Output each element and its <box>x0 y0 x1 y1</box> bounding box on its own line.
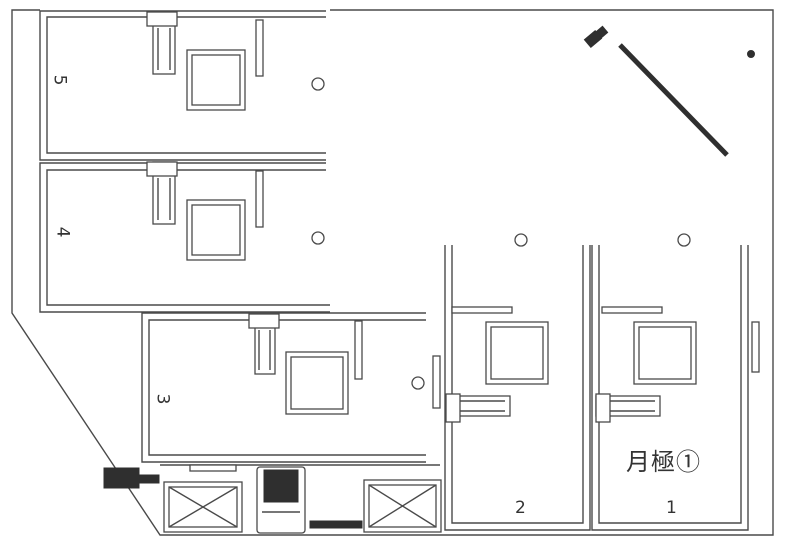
site-boundary <box>11 9 774 536</box>
bay-2 <box>444 233 591 531</box>
space-label-1: 1 <box>666 498 677 518</box>
bay-5 <box>39 10 326 161</box>
bottom-equipment <box>103 464 442 534</box>
marker-circle-3 <box>411 376 425 390</box>
space-label-5: 5 <box>49 74 70 86</box>
space-label-2: 2 <box>515 498 526 518</box>
diagonal-barrier <box>583 25 755 157</box>
dark-bar <box>309 520 363 529</box>
bay-1 <box>591 233 760 531</box>
space-label-4: 4 <box>52 226 73 238</box>
marker-circle-2 <box>514 233 528 247</box>
marker-circle-4 <box>311 231 325 245</box>
monthly-parking-label: 月極① <box>626 448 701 476</box>
marker-circle-1 <box>677 233 691 247</box>
space-label-3: 3 <box>152 393 173 405</box>
marker-circle-5 <box>311 77 325 91</box>
bay-4 <box>39 161 330 313</box>
dark-block-left <box>103 467 140 489</box>
bay-3 <box>141 312 441 463</box>
dot-marker <box>747 50 755 58</box>
